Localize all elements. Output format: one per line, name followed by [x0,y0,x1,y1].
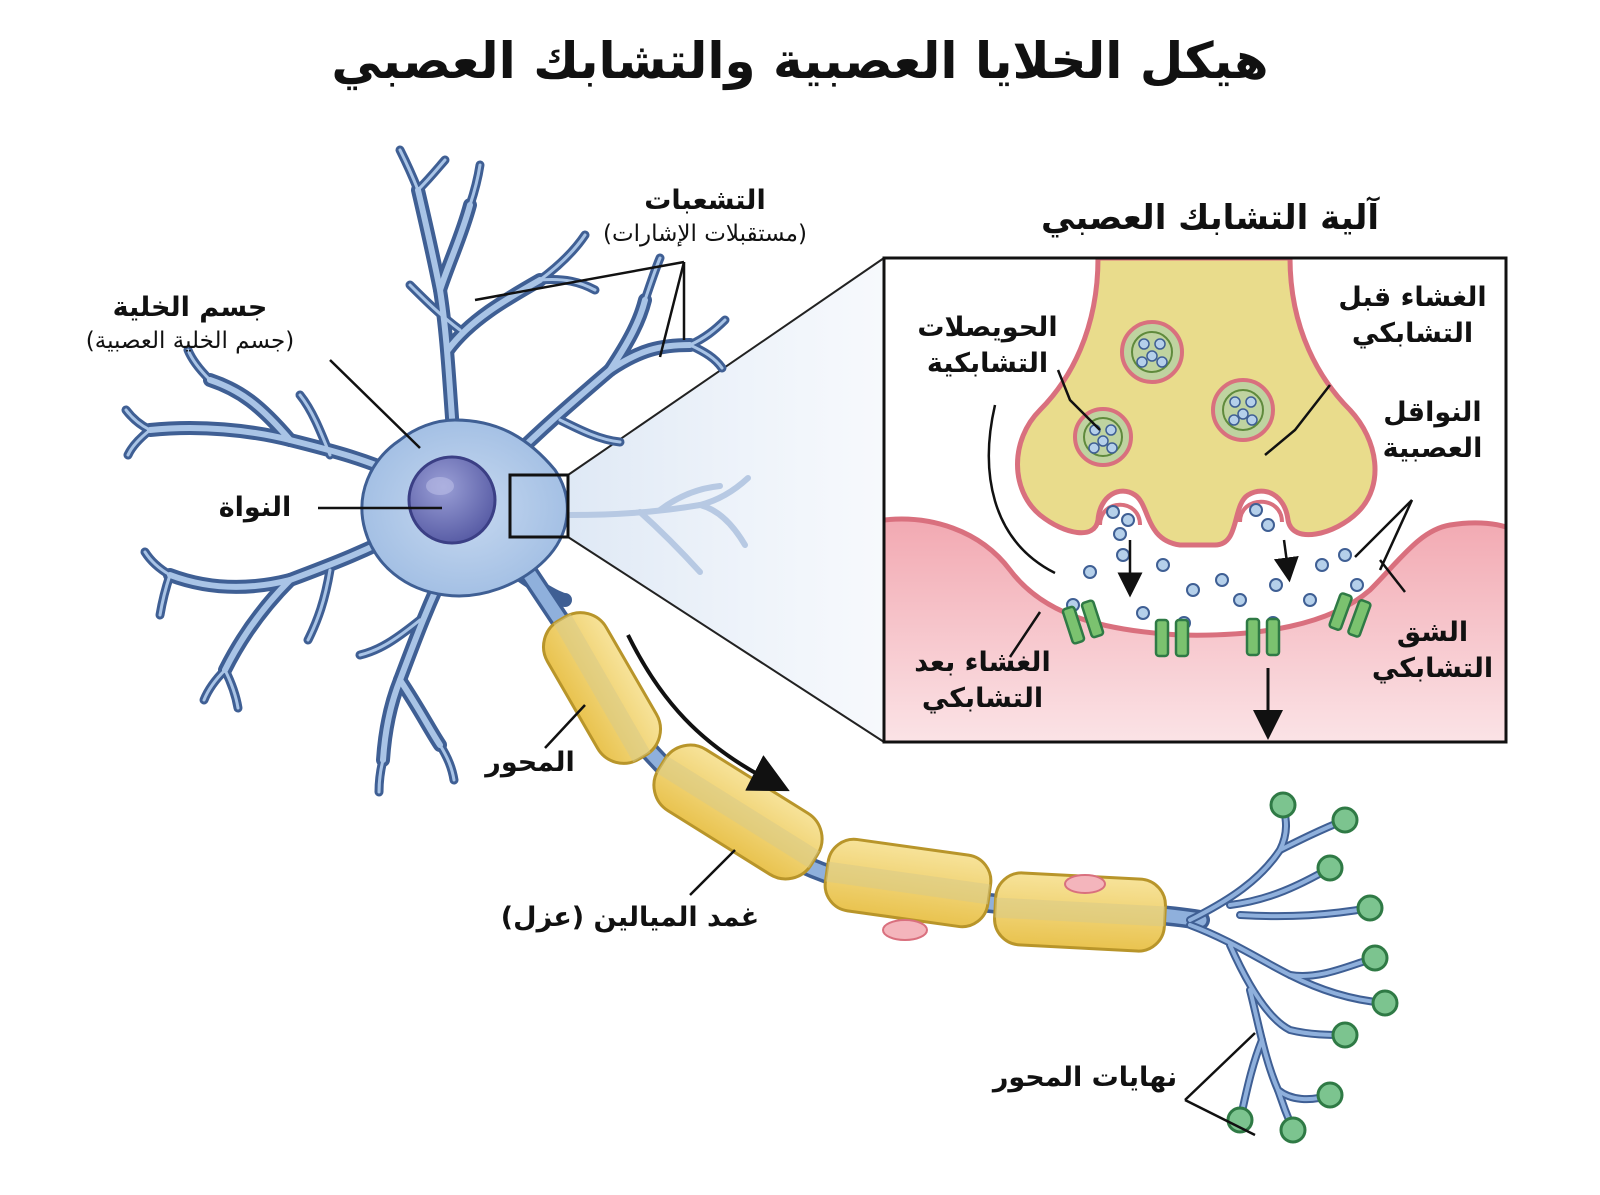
terminal-knobs [1226,791,1399,1144]
postsynaptic-neuron [884,519,1506,742]
nucleus-label: النواة [218,492,292,523]
presynaptic-membrane-label: الغشاء قبل التشابكي [1338,282,1487,349]
postsynaptic-membrane-line [884,516,1506,638]
axon-terminals-label: نهايات المحور [992,1062,1178,1093]
presynaptic-terminal [1015,258,1378,548]
zoom-dendrite [567,475,751,575]
zoom-line-bottom [567,536,885,743]
nucleus-highlight [426,477,454,495]
postsynaptic-membrane-label: الغشاء بعد التشابكي [914,647,1051,714]
signal-arrow [626,634,790,792]
synapse-panel [882,256,1508,744]
myelin-label: غمد الميالين (عزل) [500,902,760,933]
schwann-blob-2 [1064,874,1106,894]
cleft-label: الشق التشابكي [1371,617,1494,684]
page-title: هيكل الخلايا العصبية والتشابك العصبي [331,32,1269,90]
dendrites-label-sub: (مستقبلات الإشارات) [603,221,807,247]
nucleus [407,455,497,545]
axon-terminal-tree-fill [1188,803,1387,1132]
vesicle-inner [1083,331,1264,457]
cell-body-label-main: جسم الخلية [112,292,268,323]
dendrites-label: التشعبات (مستقبلات الإشارات) [560,183,850,249]
zoom-box [508,473,570,539]
cleft-arrows [1117,539,1299,598]
axon-label: المحور [485,747,575,778]
vesicle-neurotransmitters [1088,338,1258,454]
myelin-sheath [542,611,1167,953]
vesicles-label: الحويصلات التشابكية [917,312,1058,379]
synapse-panel-border [882,256,1508,744]
schwann-blob-1 [882,919,928,941]
cell-body-label: جسم الخلية (جسم الخلية العصبية) [40,290,340,356]
synapse-title: آلية التشابك العصبي [1040,198,1380,238]
dendrites-label-main: التشعبات [644,185,766,216]
leader-lines [318,260,1414,1137]
axon-terminal-tree [1186,801,1389,1134]
neurotransmitters-label: النواقل العصبية [1382,397,1483,464]
zoom-cone [568,258,884,742]
postsynaptic-receptors [1061,592,1372,658]
cell-body-label-sub: (جسم الخلية العصبية) [85,328,295,354]
